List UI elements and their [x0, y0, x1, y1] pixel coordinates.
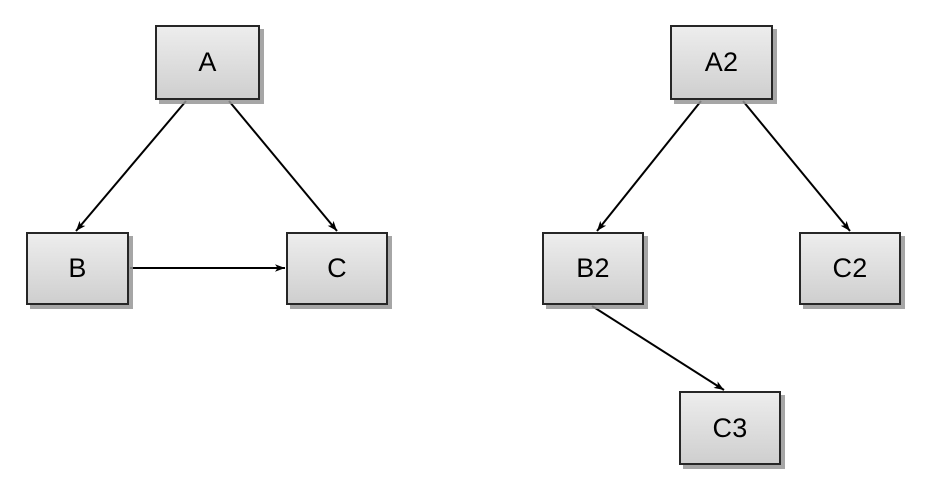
- edges-group: [75, 100, 851, 391]
- node-a[interactable]: A: [155, 25, 260, 100]
- node-b2[interactable]: B2: [542, 232, 644, 305]
- edge-a2-to-c2[interactable]: [742, 100, 851, 232]
- edge-b2-to-c3[interactable]: [591, 305, 725, 391]
- node-c2[interactable]: C2: [799, 232, 901, 305]
- node-b[interactable]: B: [26, 232, 129, 305]
- node-label-c2: C2: [832, 253, 868, 283]
- node-c3[interactable]: C3: [679, 391, 781, 465]
- node-label-b2: B2: [576, 253, 610, 283]
- node-label-b: B: [68, 253, 87, 283]
- node-label-a2: A2: [704, 47, 739, 77]
- node-label-c3: C3: [712, 412, 748, 443]
- node-c[interactable]: C: [286, 232, 388, 305]
- edge-a-to-b[interactable]: [75, 100, 187, 232]
- edge-a2-to-b2[interactable]: [596, 100, 702, 232]
- edge-a-to-c[interactable]: [228, 100, 338, 232]
- node-label-c: C: [327, 253, 347, 283]
- node-label-a: A: [198, 47, 217, 77]
- node-a2[interactable]: A2: [670, 25, 773, 100]
